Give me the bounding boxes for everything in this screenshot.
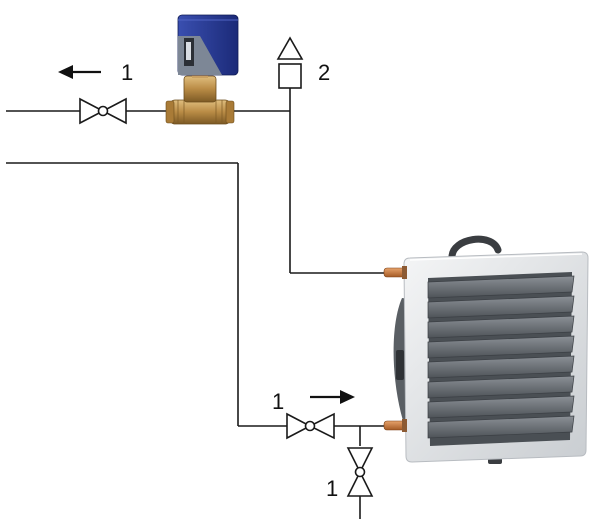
heater-outlet-fitting [383, 419, 407, 432]
unit-heater [393, 235, 589, 464]
drain-valve-icon [346, 447, 374, 497]
motorized-valve [165, 14, 239, 125]
arrow-right-icon [310, 390, 355, 404]
gate-valve-icon [79, 97, 127, 125]
vent-label: 2 [318, 60, 330, 85]
heater-inlet-fitting [383, 266, 407, 279]
arrow-left-icon [58, 65, 101, 79]
return-pipe [6, 162, 384, 519]
gate-valve-icon [286, 412, 335, 440]
air-vent-icon [276, 36, 304, 89]
heater-louvers [427, 275, 575, 439]
valve-label-bottom: 1 [272, 389, 284, 414]
valve-label-drain: 1 [326, 476, 338, 501]
valve-label-top: 1 [121, 60, 133, 85]
top-pipe [6, 88, 384, 274]
